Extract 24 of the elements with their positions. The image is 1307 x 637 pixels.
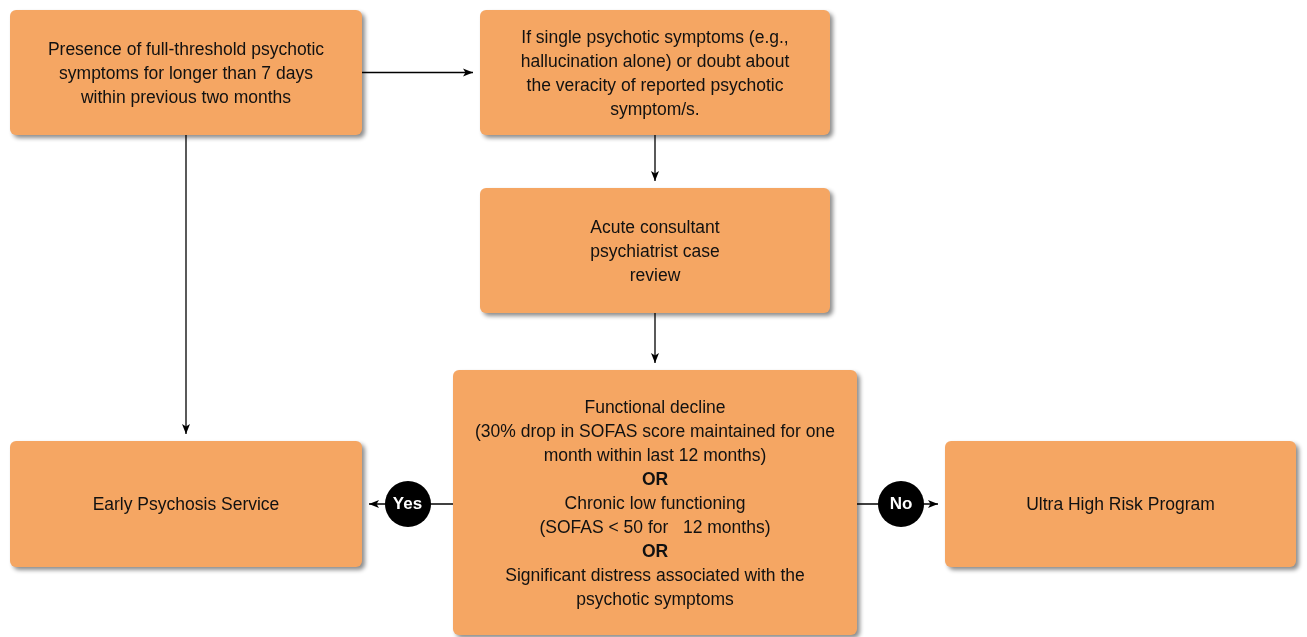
- box-text: Functional decline: [584, 395, 726, 419]
- arrow: [651, 134, 659, 182]
- connector-word: OR: [641, 467, 669, 491]
- arrow: [361, 68, 474, 77]
- box-text: Acute consultant psychiatrist case review: [589, 215, 721, 287]
- process-box: [10, 441, 362, 567]
- process-box: [480, 10, 830, 135]
- box-text: (30% drop in SOFAS score maintained for one month within last 12 months): [475, 419, 835, 467]
- process-box: [945, 441, 1296, 567]
- arrow: [182, 134, 190, 435]
- box-text: If single psychotic symptoms (e.g., hallucination alone) or doubt about the veracity of reported psychotic symptom/s.: [520, 25, 790, 121]
- box-text: Chronic low functioning: [564, 491, 746, 515]
- process-box: [453, 370, 857, 635]
- process-box: [480, 188, 830, 313]
- connector-word: OR: [641, 539, 669, 563]
- edge-label: No: [878, 481, 924, 527]
- edge-label: Yes: [384, 481, 431, 527]
- box-text: Significant distress associated with the psychotic symptoms: [504, 563, 806, 611]
- arrow: [651, 312, 659, 364]
- box-text: Early Psychosis Service: [92, 493, 280, 516]
- process-box: [10, 10, 362, 135]
- box-text: Presence of full-threshold psychotic symptoms for longer than 7 days within previous two months: [46, 37, 326, 109]
- box-text: (SOFAS < 50 for 12 months): [539, 515, 771, 539]
- box-text: Ultra High Risk Program: [1026, 493, 1215, 516]
